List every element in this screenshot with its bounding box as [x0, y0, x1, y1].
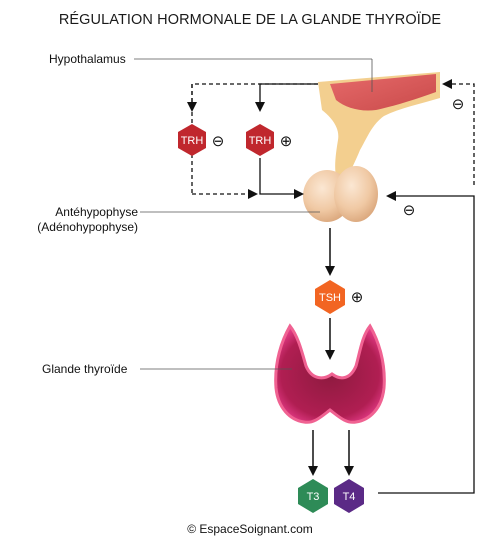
trh-stimulate-hexagon: TRH — [246, 124, 274, 156]
hypothalamus-feedback-minus-icon: ⊖ — [452, 96, 465, 113]
hypothalamus-label: Hypothalamus — [49, 52, 126, 66]
adenohypophysis-label: (Adénohypophyse) — [37, 220, 138, 234]
t4-label: T4 — [343, 491, 356, 503]
page-title: RÉGULATION HORMONALE DE LA GLANDE THYROÏ… — [58, 12, 442, 28]
trh-minus-icon: ⊖ — [212, 133, 225, 150]
tsh-hexagon: TSH — [315, 280, 345, 314]
t3-label: T3 — [307, 491, 320, 503]
t4-hexagon: T4 — [334, 479, 364, 513]
anterior-pituitary-shape — [303, 166, 378, 222]
trh-stimulate-label: TRH — [249, 135, 272, 147]
copyright-text: © EspaceSoignant.com — [187, 522, 313, 536]
tsh-label: TSH — [319, 292, 341, 304]
feedback-to-hypothalamus-arrow — [442, 79, 475, 185]
trh-plus-icon: ⊕ — [280, 133, 293, 150]
t3-hexagon: T3 — [298, 479, 328, 513]
trh-inhibit-label: TRH — [181, 135, 204, 147]
pituitary-feedback-minus-icon: ⊖ — [403, 202, 416, 219]
thyroid-shape — [274, 323, 386, 424]
trh-inhibit-hexagon: TRH — [178, 124, 206, 156]
trh-stimulate-down-arrow — [255, 83, 318, 112]
anterior-pituitary-label: Antéhypophyse — [55, 205, 138, 219]
thyroid-label: Glande thyroïde — [42, 362, 128, 376]
feedback-to-pituitary-arrow — [378, 191, 475, 494]
hypothalamus-shape — [318, 72, 440, 180]
trh-stimulate-to-pituitary-arrow — [259, 158, 304, 199]
tsh-plus-icon: ⊕ — [351, 289, 364, 306]
